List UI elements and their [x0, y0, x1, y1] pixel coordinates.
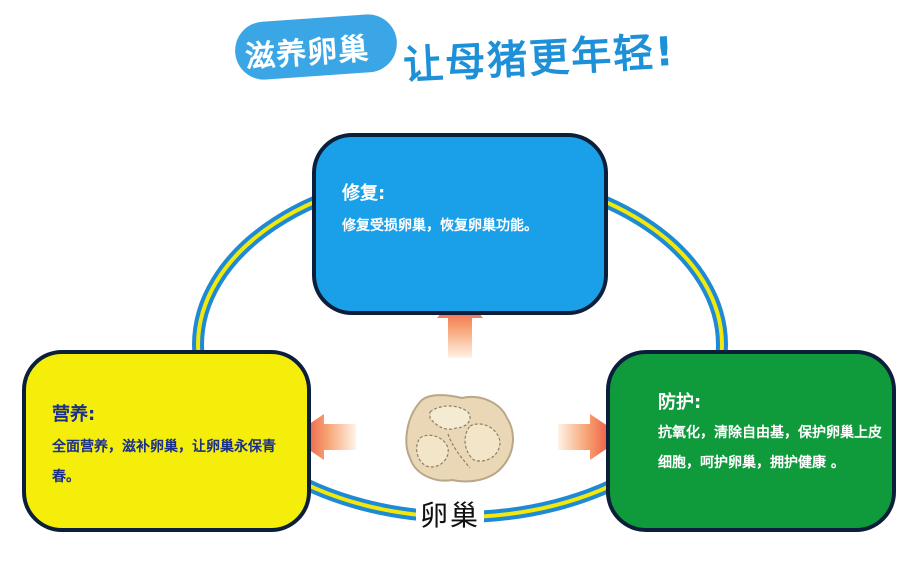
protection-box: 防护: 抗氧化，清除自由基，保护卵巢上皮细胞，呵护卵巢，拥护健康 。 — [606, 350, 896, 532]
repair-title: 修复: — [342, 183, 386, 204]
arrow-left-icon — [290, 414, 356, 460]
ovary-icon — [405, 394, 514, 483]
arrow-right-icon — [558, 414, 624, 460]
repair-description: 修复受损卵巢，恢复卵巢功能。 — [342, 218, 538, 234]
nutrition-title: 营养: — [52, 404, 96, 425]
protection-description: 抗氧化，清除自由基，保护卵巢上皮细胞，呵护卵巢，拥护健康 。 — [658, 425, 882, 471]
nutrition-box: 营养: 全面营养，滋补卵巢，让卵巢永保青春。 — [22, 350, 311, 532]
protection-title: 防护: — [658, 392, 702, 413]
nutrition-description: 全面营养，滋补卵巢，让卵巢永保青春。 — [52, 439, 276, 485]
repair-box: 修复: 修复受损卵巢，恢复卵巢功能。 — [312, 133, 608, 315]
ovary-label: 卵巢 — [416, 494, 485, 534]
